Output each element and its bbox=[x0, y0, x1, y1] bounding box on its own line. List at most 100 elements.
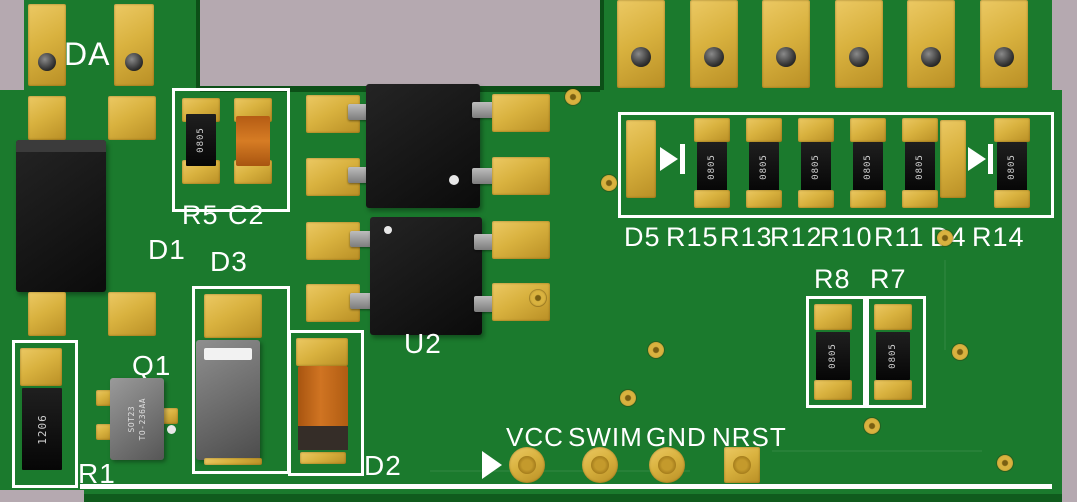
via bbox=[530, 290, 546, 306]
component-r5-body: 0805 bbox=[186, 114, 216, 166]
smd-pad bbox=[96, 390, 112, 406]
smd-pad bbox=[850, 118, 886, 142]
silkscreen-box-r5-c2 bbox=[172, 88, 290, 212]
smd-pad bbox=[96, 424, 112, 440]
board-edge-right-tab bbox=[600, 0, 604, 90]
smd-pad bbox=[296, 338, 348, 366]
component-r15-body: 0805 bbox=[697, 142, 727, 192]
smd-pad bbox=[492, 94, 550, 132]
smd-pad bbox=[300, 452, 346, 464]
component-r8-body: 0805 bbox=[816, 332, 850, 380]
component-d2-band bbox=[298, 426, 348, 450]
smd-pad bbox=[814, 380, 852, 400]
component-r14-body: 0805 bbox=[997, 142, 1027, 192]
diode-bar bbox=[680, 144, 685, 174]
silkscreen-label-gnd: GND bbox=[646, 422, 707, 452]
silkscreen-label-c2: C2 bbox=[228, 200, 265, 230]
connector-pad bbox=[617, 0, 665, 88]
smd-pad bbox=[798, 190, 834, 208]
component-marking: 0805 bbox=[888, 343, 898, 369]
component-marking: 0805 bbox=[828, 343, 838, 369]
diode-bar bbox=[988, 144, 993, 174]
silkscreen-label-r7: R7 bbox=[870, 264, 907, 294]
smd-pad bbox=[28, 96, 66, 140]
component-top-face bbox=[16, 140, 106, 152]
pcb-board-tab-right bbox=[600, 0, 1052, 92]
silkscreen-label-u2: U2 bbox=[404, 328, 442, 359]
background-corner-bottom-left bbox=[0, 490, 84, 502]
silkscreen-box-r7 bbox=[866, 296, 926, 408]
silkscreen-label-r12: R12 bbox=[770, 222, 823, 252]
via bbox=[997, 455, 1013, 471]
smd-pad bbox=[114, 4, 154, 86]
component-marking: 0805 bbox=[759, 154, 769, 180]
drill-hole bbox=[776, 47, 796, 67]
pin1-marker bbox=[384, 226, 392, 234]
silkscreen-label-q1: Q1 bbox=[132, 350, 172, 381]
board-edge-left-tab bbox=[196, 0, 200, 90]
q1-marking-line1: SOT23 bbox=[126, 405, 136, 433]
trace bbox=[944, 260, 946, 350]
smd-pad bbox=[798, 118, 834, 142]
drill-hole bbox=[994, 47, 1014, 67]
silkscreen-label-r14: R14 bbox=[972, 222, 1025, 252]
smd-pad bbox=[626, 120, 656, 198]
drill-hole bbox=[631, 47, 651, 67]
smd-pad bbox=[940, 120, 966, 198]
drill-hole bbox=[38, 53, 56, 71]
silkscreen-label-r8: R8 bbox=[814, 264, 851, 294]
via bbox=[952, 344, 968, 360]
pad-center bbox=[658, 456, 676, 474]
through-hole-pad-vcc bbox=[509, 447, 545, 483]
component-u2-body-bottom bbox=[370, 217, 482, 335]
silkscreen-box-r1 bbox=[12, 340, 78, 488]
silkscreen-box-d2 bbox=[288, 330, 364, 476]
smd-pad bbox=[746, 190, 782, 208]
component-r10-body: 0805 bbox=[853, 142, 883, 192]
pin1-arrow-icon bbox=[482, 451, 502, 479]
component-marking: 0805 bbox=[1007, 154, 1017, 180]
background-strip-right bbox=[1062, 0, 1077, 502]
smd-pad bbox=[28, 292, 66, 336]
trace bbox=[430, 470, 690, 472]
component-r7-body: 0805 bbox=[876, 332, 910, 380]
smd-pad bbox=[850, 190, 886, 208]
q1-marking-line2: TO-236AA bbox=[138, 397, 147, 441]
through-hole-pad-gnd bbox=[649, 447, 685, 483]
via bbox=[620, 390, 636, 406]
pad-center bbox=[591, 456, 609, 474]
component-d2-body bbox=[298, 366, 348, 428]
trace bbox=[772, 450, 982, 452]
component-d3-body bbox=[196, 340, 260, 460]
component-d1-body bbox=[16, 140, 106, 292]
silkscreen-label-d2: D2 bbox=[364, 450, 402, 481]
smd-pad bbox=[746, 118, 782, 142]
smd-pad bbox=[902, 190, 938, 208]
silkscreen-label-da: DA bbox=[64, 36, 111, 72]
via bbox=[648, 342, 664, 358]
board-edge-bottom bbox=[84, 494, 1062, 502]
silkscreen-label-d3: D3 bbox=[210, 246, 248, 277]
silkscreen-label-r15: R15 bbox=[666, 222, 719, 252]
silkscreen-box-r8 bbox=[806, 296, 866, 408]
silkscreen-label-r5: R5 bbox=[182, 200, 219, 230]
smd-pad bbox=[204, 294, 262, 338]
connector-pad bbox=[690, 0, 738, 88]
smd-pad bbox=[162, 408, 178, 424]
smd-pad bbox=[902, 118, 938, 142]
silkscreen-label-r11: R11 bbox=[874, 222, 925, 252]
silkscreen-box-resistor-row bbox=[618, 112, 1054, 218]
connector-pad bbox=[980, 0, 1028, 88]
smd-pad bbox=[108, 292, 156, 336]
component-marking: 0805 bbox=[196, 127, 206, 153]
drill-hole bbox=[704, 47, 724, 67]
smd-pad bbox=[20, 348, 62, 386]
smd-pad bbox=[874, 304, 912, 330]
component-c2-body bbox=[236, 116, 270, 166]
via bbox=[937, 230, 953, 246]
component-u2-body-top bbox=[366, 84, 480, 208]
silkscreen-board-outline bbox=[80, 484, 1052, 489]
component-marking: 0805 bbox=[707, 154, 717, 180]
connector-pad bbox=[762, 0, 810, 88]
smd-pad bbox=[492, 221, 550, 259]
